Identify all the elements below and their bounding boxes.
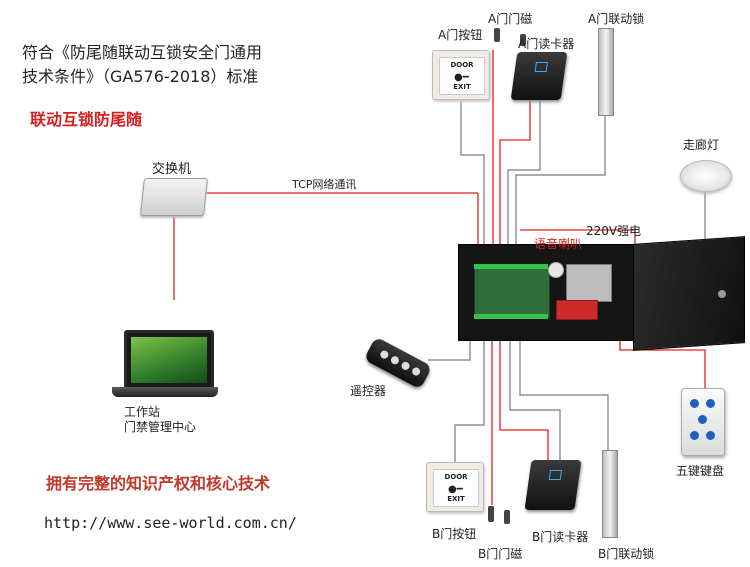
a-button-wire	[460, 95, 485, 290]
a-lock-wire	[515, 115, 606, 290]
key-icon: ●━	[448, 484, 463, 495]
b-lock-wire	[519, 330, 609, 450]
door-text: DOOR	[450, 61, 474, 69]
a-magnet-label: A门门磁	[488, 12, 533, 26]
a-door-exit-button: DOOR ●━ EXIT	[432, 50, 490, 100]
b-door-lock	[602, 450, 618, 538]
a-reader-wire	[499, 100, 531, 290]
five-key-keypad	[681, 388, 725, 456]
standard-line-2: 技术条件》（GA576-2018）标准	[22, 67, 259, 86]
power-label: 220V强电	[586, 224, 642, 238]
terminal-block-top	[474, 264, 548, 269]
laptop-display	[131, 337, 207, 383]
tagline: 联动互锁防尾随	[30, 110, 143, 129]
reader-led	[534, 62, 548, 72]
network-switch	[140, 178, 208, 216]
a-reader-label: A门读卡器	[518, 37, 575, 51]
b-door-magnet-2	[504, 510, 510, 524]
a-door-magnet-2	[520, 34, 526, 46]
speaker-label: 语音喇叭	[534, 237, 583, 251]
battery	[556, 300, 598, 320]
a-door-magnet	[494, 28, 500, 42]
exit-text: EXIT	[447, 495, 465, 503]
cabinet-door	[633, 236, 745, 351]
b-reader-label: B门读卡器	[532, 530, 589, 544]
remote-label: 遥控器	[350, 384, 387, 398]
workstation-sub-label: 门禁管理中心	[124, 420, 197, 434]
exit-text: EXIT	[453, 83, 471, 91]
a-reader-wire-2	[507, 100, 541, 290]
tcp-label: TCP网络通讯	[292, 178, 357, 191]
door-text: DOOR	[444, 473, 468, 481]
a-door-lock	[598, 28, 614, 116]
key-icon: ●━	[454, 72, 469, 83]
b-lock-label: B门联动锁	[598, 547, 655, 561]
slogan: 拥有完整的知识产权和核心技术	[46, 474, 271, 493]
a-card-reader	[510, 52, 568, 100]
control-board	[474, 268, 550, 318]
a-button-label: A门按钮	[438, 28, 483, 42]
laptop-screen	[124, 330, 214, 390]
b-door-exit-button: DOOR ●━ EXIT	[426, 462, 484, 512]
power-supply	[566, 264, 612, 302]
b-card-reader	[524, 460, 582, 510]
website-url[interactable]: http://www.see-world.com.cn/	[44, 514, 297, 532]
b-button-wire	[454, 330, 485, 462]
reader-led	[548, 470, 563, 480]
terminal-block-bottom	[474, 314, 548, 319]
b-button-label: B门按钮	[432, 527, 477, 541]
corridor-light	[680, 160, 732, 192]
laptop-base	[112, 387, 218, 397]
workstation-label: 工作站	[124, 405, 161, 419]
corridor-light-label: 走廊灯	[683, 138, 720, 152]
b-magnet-label: B门门磁	[478, 547, 523, 561]
a-lock-label: A门联动锁	[588, 12, 645, 26]
keypad-label: 五键键盘	[676, 464, 725, 478]
standard-line-1: 符合《防尾随联动互锁安全门通用	[22, 43, 263, 62]
switch-label: 交换机	[152, 162, 192, 177]
b-door-magnet	[488, 506, 494, 522]
cabinet-lock	[718, 290, 726, 298]
b-reader-wire-2	[509, 330, 561, 460]
b-reader-wire	[499, 330, 549, 460]
speaker-icon	[548, 262, 564, 278]
